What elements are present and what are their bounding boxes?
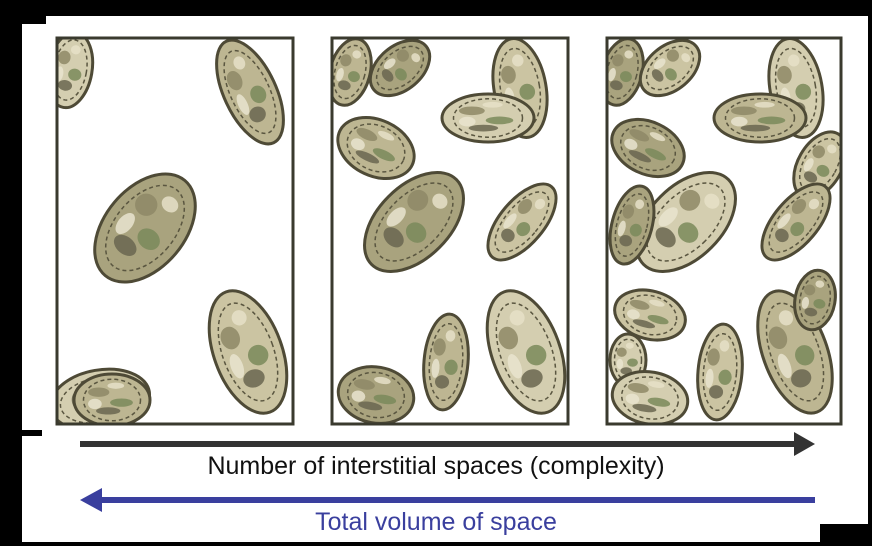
volume-label: Total volume of space xyxy=(0,508,872,537)
frame-bottom-bar xyxy=(0,542,872,546)
oyster-shell xyxy=(442,94,534,142)
frame-top-bar xyxy=(0,0,872,16)
complexity-label: Number of interstitial spaces (complexit… xyxy=(0,452,872,481)
frame-mid-notch xyxy=(16,430,42,436)
oyster-shell xyxy=(74,374,150,426)
frame-top-notch xyxy=(16,16,46,24)
oyster-shell xyxy=(714,94,806,142)
